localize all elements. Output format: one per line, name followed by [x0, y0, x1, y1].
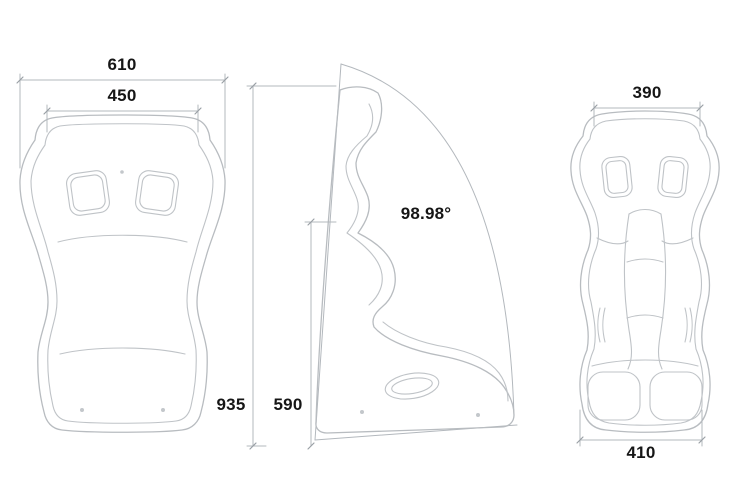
dim-label-front-overall-width: 610 [108, 55, 137, 74]
front-shoulder-seam [57, 234, 188, 243]
front-headrest-hole-right-inner [139, 174, 175, 212]
rear-cushion-seam [591, 359, 699, 367]
side-pan-inner-contour [382, 321, 509, 402]
front-seat-outline [19, 114, 226, 433]
dim-label-side-back-height: 590 [274, 395, 303, 414]
rear-spine-seam-right [657, 213, 667, 370]
rear-headrest-hole-left-inner [605, 160, 629, 194]
side-belt-slot-outer [384, 372, 440, 400]
rear-spine-seam-left [623, 213, 633, 370]
dim-390-tick-right [696, 104, 704, 112]
rear-spine-cross-seam-upper [626, 258, 664, 263]
dim-590-tick-bottom [307, 442, 315, 450]
front-bottom-dot-left [80, 408, 84, 412]
rear-headrest-hole-left [601, 155, 633, 199]
dim-935-tick-top [249, 82, 257, 90]
dim-label-rear-top-width: 390 [633, 83, 662, 102]
rear-headrest-hole-right-outer [657, 155, 689, 199]
rear-view: 390 410 [570, 83, 720, 462]
front-headrest-hole-right-outer [135, 170, 179, 216]
dim-label-front-upper-width: 450 [108, 86, 137, 105]
side-mount-dot-rear [360, 410, 364, 414]
dim-410-tick-right [698, 436, 706, 444]
rear-seat-outline [570, 110, 720, 433]
dim-935-tick-bottom [249, 442, 257, 450]
angle-arc [340, 63, 515, 417]
rear-headrest-hole-left-outer [601, 155, 633, 199]
dim-390-tick-left [590, 104, 598, 112]
rear-seat-inner-contour [579, 118, 711, 426]
dim-label-backrest-angle: 98.98° [401, 204, 452, 223]
rear-leg-cushion-right [649, 371, 703, 421]
rear-headrest-hole-right [657, 155, 689, 199]
dim-450-tick-left [43, 107, 51, 115]
front-headrest-hole-left [66, 170, 110, 216]
side-belt-slot [384, 372, 440, 400]
dim-label-side-overall-height: 935 [217, 395, 246, 414]
side-seat-outline [315, 86, 515, 434]
dim-590-tick-top [307, 218, 315, 226]
front-top-fixing-dot [120, 170, 124, 174]
side-belt-slot-inner [391, 377, 433, 395]
rear-shoulder-seam-right [661, 237, 694, 245]
rear-leg-cushion-left [587, 371, 641, 421]
dim-410-tick-left [576, 436, 584, 444]
front-seat-inner-contour [30, 123, 214, 424]
dim-610-tick-left [16, 76, 24, 84]
side-mount-dot-front [476, 413, 480, 417]
front-bottom-dot-right [161, 408, 165, 412]
side-backrest-inner-contour [345, 103, 383, 306]
side-view: 98.98° 935 590 [217, 63, 518, 450]
rear-shoulder-seam-left [596, 237, 629, 245]
front-pan-seam [59, 347, 186, 355]
front-headrest-hole-left-inner [70, 174, 106, 212]
rear-headrest-hole-right-inner [661, 160, 685, 194]
rear-belt-slot-left [597, 307, 606, 343]
front-headrest-hole-right [135, 170, 179, 216]
rear-belt-slot-right [684, 307, 693, 343]
rear-spine-seam-top [628, 208, 662, 215]
dim-610-tick-right [221, 76, 229, 84]
front-view: 610 450 [16, 55, 229, 433]
dim-label-rear-bottom-width: 410 [627, 443, 656, 462]
front-headrest-hole-left-outer [66, 170, 110, 216]
rear-spine-cross-seam-lower [626, 314, 664, 319]
dim-450-tick-right [194, 107, 202, 115]
